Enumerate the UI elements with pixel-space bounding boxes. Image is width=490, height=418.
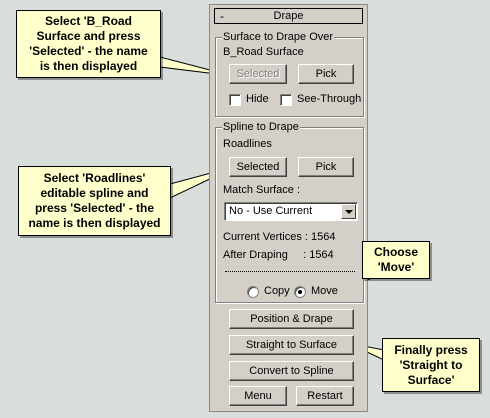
callout-select-surface: Select 'B_Road Surface and press 'Select… xyxy=(16,10,161,78)
drape-panel: - Drape Surface to Drape Over B_Road Sur… xyxy=(209,4,368,412)
spline-group-label: Spline to Drape xyxy=(222,121,300,133)
move-radio[interactable] xyxy=(294,286,306,298)
restart-button[interactable]: Restart xyxy=(296,386,354,406)
match-surface-dropdown[interactable]: No - Use Current xyxy=(224,202,358,221)
drape-rollout-header[interactable]: - Drape xyxy=(214,8,363,24)
surface-group: Surface to Drape Over B_Road Surface Sel… xyxy=(215,31,364,117)
menu-button[interactable]: Menu xyxy=(229,386,287,406)
copy-radio[interactable] xyxy=(247,286,259,298)
straight-to-surface-button[interactable]: Straight to Surface xyxy=(229,335,354,355)
chevron-down-icon[interactable] xyxy=(341,204,356,219)
surface-name: B_Road Surface xyxy=(223,46,304,58)
copy-label: Copy xyxy=(264,285,290,297)
spline-group: Spline to Drape Roadlines Selected Pick … xyxy=(215,121,364,303)
spline-selected-button[interactable]: Selected xyxy=(229,157,287,177)
match-surface-label: Match Surface : xyxy=(223,184,301,196)
see-through-checkbox[interactable] xyxy=(280,94,292,106)
current-vertices: Current Vertices : 1564 xyxy=(223,231,336,243)
spline-divider xyxy=(225,271,355,272)
callout-choose-move: Choose 'Move' xyxy=(362,241,430,279)
callout-straight-to-surface: Finally press 'Straight to Surface' xyxy=(382,338,480,392)
see-through-label: See-Through xyxy=(297,93,362,105)
spline-name: Roadlines xyxy=(223,138,272,150)
collapse-icon[interactable]: - xyxy=(220,9,224,23)
position-drape-button[interactable]: Position & Drape xyxy=(229,309,354,329)
after-draping: After Draping : 1564 xyxy=(223,249,334,261)
rollout-title: Drape xyxy=(273,10,304,22)
move-label: Move xyxy=(311,285,338,297)
surface-selected-button[interactable]: Selected xyxy=(229,64,287,84)
convert-to-spline-button[interactable]: Convert to Spline xyxy=(229,361,354,381)
spline-pick-button[interactable]: Pick xyxy=(298,157,354,177)
hide-checkbox[interactable] xyxy=(229,94,241,106)
surface-group-label: Surface to Drape Over xyxy=(222,31,335,43)
surface-pick-button[interactable]: Pick xyxy=(298,64,354,84)
hide-label: Hide xyxy=(246,93,269,105)
callout-select-spline: Select 'Roadlines' editable spline and p… xyxy=(18,166,171,236)
match-surface-value: No - Use Current xyxy=(229,205,313,217)
